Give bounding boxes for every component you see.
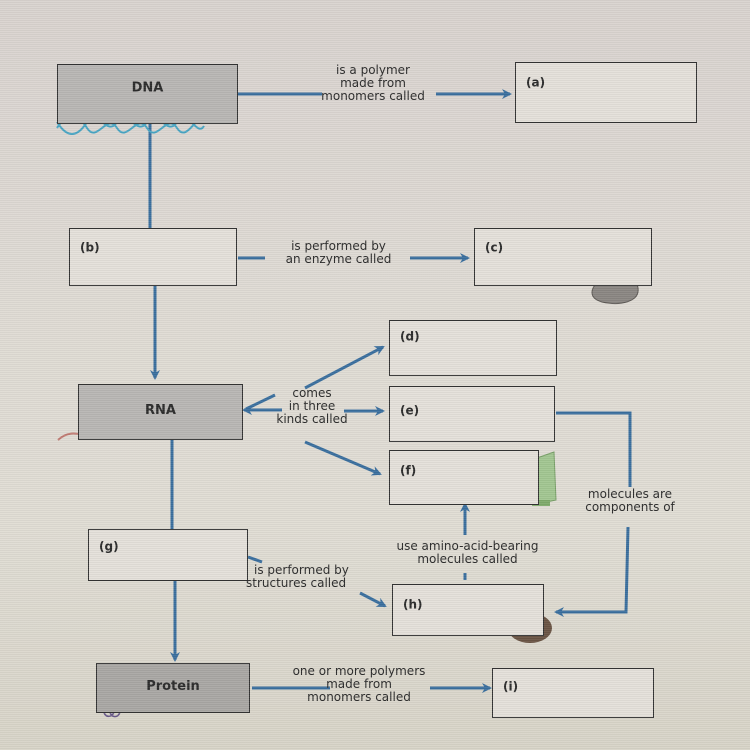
caption-protein-to-i: one or more polymers made from monomers … (284, 665, 434, 704)
node-g[interactable]: (g) (88, 529, 248, 581)
caption-line: molecules called (417, 552, 518, 566)
node-b-label: (b) (80, 240, 100, 255)
arrow-rna-to-f (304, 440, 382, 476)
node-e-label: (e) (400, 403, 420, 418)
caption-line: monomers called (321, 89, 425, 103)
node-e[interactable]: (e) (389, 386, 555, 442)
arrow-rna-back-upper (245, 393, 276, 411)
arrow-e-to-h (556, 411, 632, 487)
node-c[interactable]: (c) (474, 228, 652, 286)
node-h[interactable]: (h) (392, 584, 544, 636)
caption-g-to-h: is performed by structures called (246, 564, 376, 590)
caption-dna-to-a: is a polymer made from monomers called (298, 64, 448, 103)
caption-line: is a polymer (336, 63, 410, 77)
caption-b-to-c: is performed by an enzyme called (266, 240, 411, 266)
caption-line: is performed by (254, 563, 349, 577)
node-d[interactable]: (d) (389, 320, 557, 376)
caption-rna-kinds: comes in three kinds called (262, 387, 362, 426)
arrow-g-to-h (359, 591, 387, 608)
caption-line: made from (340, 76, 406, 90)
node-protein: Protein (96, 663, 250, 713)
node-a-label: (a) (526, 75, 546, 90)
node-d-label: (d) (400, 329, 420, 344)
node-rna: RNA (78, 384, 243, 440)
caption-h-to-f: use amino-acid-bearing molecules called (380, 540, 555, 566)
caption-e-to-h: molecules are components of (570, 488, 690, 514)
node-a[interactable]: (a) (515, 62, 697, 123)
caption-line: kinds called (276, 412, 348, 426)
caption-line: monomers called (307, 690, 411, 704)
caption-line: structures called (246, 576, 347, 590)
arrow-g-to-h-start (247, 555, 263, 564)
node-b[interactable]: (b) (69, 228, 237, 286)
node-g-label: (g) (99, 539, 119, 554)
caption-line: in three (288, 399, 336, 413)
caption-line: comes (292, 386, 332, 400)
node-h-label: (h) (403, 597, 423, 612)
node-i-label: (i) (503, 679, 519, 694)
node-rna-label: RNA (145, 403, 176, 418)
caption-line: one or more polymers (292, 664, 426, 678)
node-f[interactable]: (f) (389, 450, 539, 505)
caption-line: use amino-acid-bearing (396, 539, 539, 553)
caption-line: made from (326, 677, 392, 691)
caption-line: is performed by (291, 239, 386, 253)
node-c-label: (c) (485, 240, 504, 255)
node-i[interactable]: (i) (492, 668, 654, 718)
node-dna-label: DNA (131, 80, 164, 96)
caption-line: molecules are (587, 487, 673, 501)
node-dna: DNA (57, 64, 238, 124)
arrow-rna-to-d (304, 345, 385, 390)
caption-line: an enzyme called (285, 252, 392, 266)
node-f-label: (f) (400, 463, 417, 478)
node-protein-label: Protein (146, 679, 200, 694)
arrow-e-to-h-lower (554, 526, 630, 617)
caption-line: components of (585, 500, 675, 514)
